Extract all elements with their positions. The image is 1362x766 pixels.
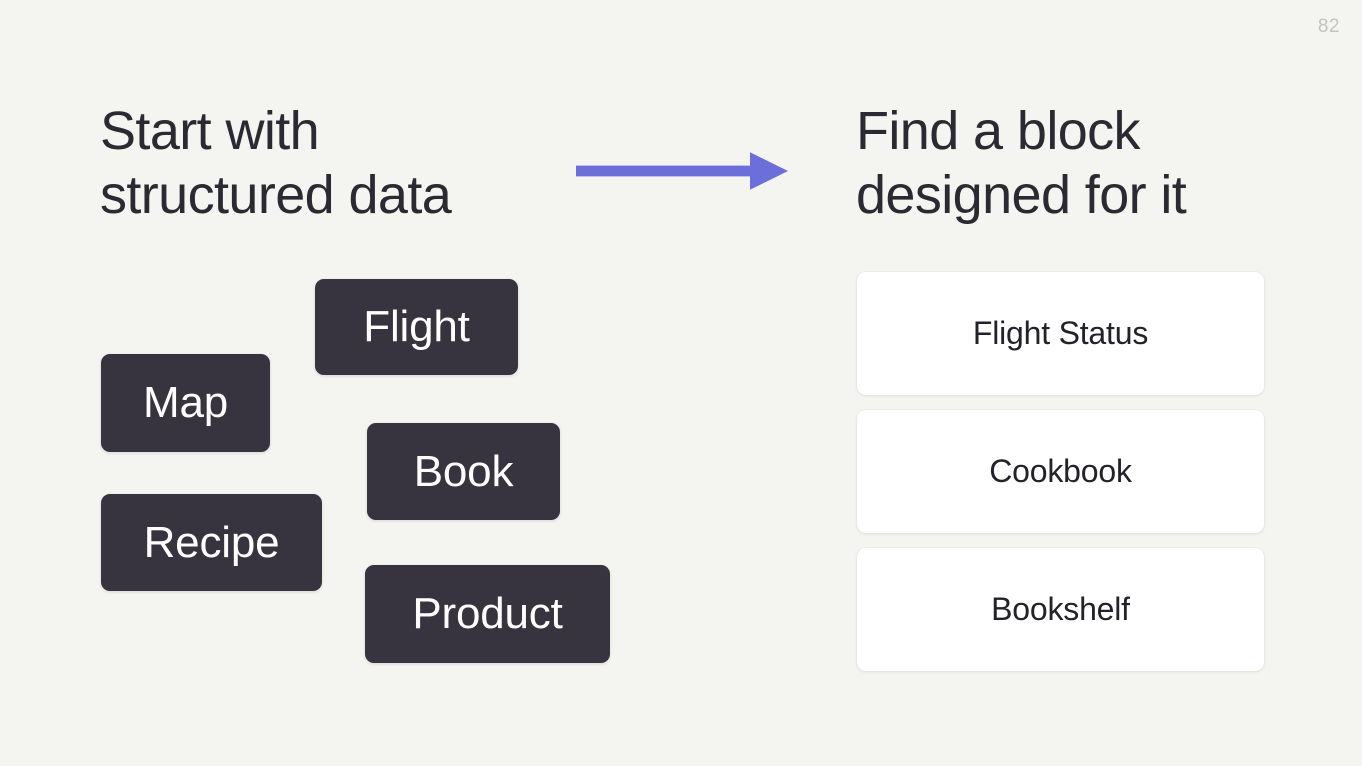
block-card-bookshelf[interactable]: Bookshelf	[857, 548, 1264, 671]
page-number: 82	[1317, 16, 1340, 37]
left-heading: Start with structured data	[100, 101, 452, 225]
arrow-right-icon	[576, 150, 788, 192]
data-chip-flight[interactable]: Flight	[315, 279, 518, 375]
data-chip-product[interactable]: Product	[365, 565, 610, 663]
data-chip-label: Flight	[363, 302, 470, 351]
block-card-label: Flight Status	[972, 315, 1149, 351]
data-chip-map[interactable]: Map	[101, 354, 270, 452]
data-chip-label: Product	[412, 589, 563, 638]
data-chip-recipe[interactable]: Recipe	[101, 494, 322, 591]
block-card-cookbook[interactable]: Cookbook	[857, 410, 1264, 533]
block-card-list: Flight Status Cookbook Bookshelf	[857, 272, 1264, 671]
data-chip-book[interactable]: Book	[367, 423, 560, 520]
block-card-label: Cookbook	[989, 453, 1132, 489]
data-chip-label: Book	[413, 446, 514, 496]
data-chip-label: Map	[143, 378, 228, 427]
data-chip-label: Recipe	[143, 517, 280, 567]
block-card-label: Bookshelf	[991, 591, 1130, 627]
right-heading: Find a block designed for it	[856, 101, 1187, 225]
block-card-flight-status[interactable]: Flight Status	[857, 272, 1264, 395]
